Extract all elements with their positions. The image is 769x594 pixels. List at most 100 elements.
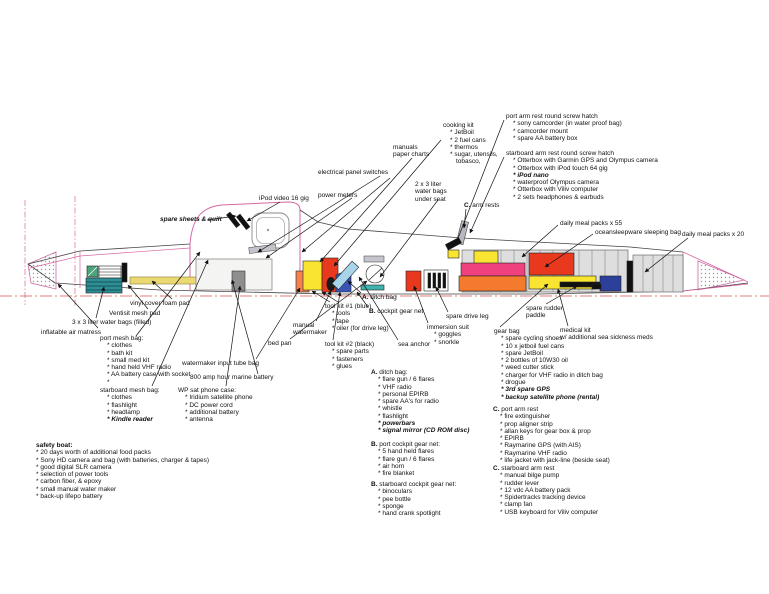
list-item: * waterproof Olympus camera bbox=[513, 179, 599, 187]
compartment-meal-packs-20 bbox=[632, 254, 684, 293]
list-item: * sugar, utensils, tobasco, bbox=[450, 151, 498, 166]
list-item: * 12 vdc AA battery pack bbox=[500, 486, 571, 494]
c-starboard-arm-rest-items: * manual bilge pump* rudder lever* 12 vd… bbox=[493, 472, 598, 516]
list-item: * small med kit bbox=[107, 356, 150, 364]
label-inflatable-air-matress: inflatable air matress bbox=[41, 329, 101, 336]
wp-sat-phone-case-items: * Iridium satellite phone* DC power cord… bbox=[178, 394, 253, 423]
label-immersion-suit: immersion suit* goggles* snorkle bbox=[427, 324, 469, 346]
box-sleeping-bag bbox=[528, 252, 575, 276]
label-manuals-paper-charts: manuals paper charts bbox=[393, 144, 430, 159]
label-starboard-arm-rest-hatch: starboard arm rest round screw hatch* Ot… bbox=[506, 150, 658, 201]
list-item: * fasteners bbox=[332, 355, 364, 363]
label-spare-drive-leg: spare drive leg bbox=[446, 313, 489, 320]
list-item: * tools bbox=[332, 310, 351, 318]
label-port-mesh-bag: port mesh bag:* clothes* bath kit* small… bbox=[100, 335, 191, 386]
list-item: * glues bbox=[332, 362, 352, 370]
list-item: * thermos bbox=[450, 143, 478, 151]
list-item: * Kindle reader bbox=[107, 416, 153, 424]
list-item: * pee bottle bbox=[378, 495, 411, 503]
box-black-bar bbox=[121, 262, 128, 283]
port-cockpit-gear-net-items: * 5 hand held flares* flare gun / 6 flar… bbox=[371, 448, 440, 477]
box-immersion-red bbox=[405, 270, 422, 292]
list-item: * Iridium satellite phone bbox=[185, 394, 253, 402]
label-oceansleepware-sleeping-bag: oceansleepware sleeping bag bbox=[595, 229, 682, 236]
list-item: * binoculars bbox=[378, 488, 412, 496]
list-item: * Sony HD camera and bag (with batteries… bbox=[36, 456, 210, 464]
label-wp-sat-phone-case: WP sat phone case:* Iridium satellite ph… bbox=[178, 387, 253, 424]
armrest-yellow bbox=[447, 249, 460, 259]
list-item: * clamp fan bbox=[500, 501, 533, 509]
label-gear-bag: gear bag* spare cycling shoes* 10 x jetb… bbox=[494, 328, 603, 401]
label-electrical-panel-switches: electrical panel switches bbox=[318, 169, 389, 176]
box-magenta bbox=[460, 262, 526, 277]
list-item: * fire blanket bbox=[378, 470, 415, 478]
box-sea-anchor bbox=[331, 260, 360, 290]
list-item: * bath kit bbox=[107, 349, 133, 357]
starboard-cockpit-gear-net-items: * binoculars* pee bottle* sponge* hand c… bbox=[371, 488, 456, 517]
waterline bbox=[0, 196, 769, 306]
list-item: * flashlight bbox=[378, 412, 408, 420]
label-arm-rests: C. arm rests bbox=[464, 202, 500, 209]
safety-boat-items: * 20 days worth of additional food packs… bbox=[36, 449, 209, 500]
label-c-port-arm-rest: C. port arm rest* fire extinguisher* pro… bbox=[493, 406, 610, 465]
mark-spare-sheets-2 bbox=[236, 213, 251, 230]
list-item: * headlamp bbox=[107, 408, 140, 416]
label-bed-pan: bed pan bbox=[268, 340, 292, 347]
list-item: * iPod nano bbox=[513, 171, 549, 179]
label-spare-sheets-quilt: spare sheets & quilt bbox=[160, 216, 222, 223]
list-item: * bbox=[107, 378, 110, 386]
list-item: * hand held VHF radio bbox=[107, 364, 171, 372]
tool-kit-2-items: * spare parts* fasteners* glues bbox=[325, 348, 374, 370]
label-daily-meal-packs-20: daily meal packs x 20 bbox=[682, 231, 745, 238]
list-item: * Otterbox with Viliv computer bbox=[513, 186, 599, 194]
cooking-kit-items: * JetBoil* 2 fuel cans* thermos* sugar, … bbox=[443, 129, 505, 165]
box-divider bbox=[626, 260, 634, 293]
label-port-arm-rest-hatch: port arm rest round screw hatch* sony ca… bbox=[506, 113, 622, 142]
label-ditch-bag-pointer: A. ditch bag bbox=[362, 294, 397, 301]
list-item: * additional battery bbox=[185, 408, 239, 416]
list-item: * clothes bbox=[107, 342, 132, 350]
list-item: * 5 hand held flares bbox=[378, 448, 435, 456]
gear-bag-items: * spare cycling shoes* 10 x jetboil fuel… bbox=[494, 335, 603, 401]
list-item: * flare gun / 6 flares bbox=[378, 455, 435, 463]
box-gray-bar bbox=[363, 255, 385, 263]
tool-kit-1-items: * tools* tape* oiler (for drive leg) bbox=[325, 310, 389, 332]
label-power-meters: power meters bbox=[318, 192, 358, 199]
ditch-bag-list-items: * flare gun / 6 flares* VHF radio* perso… bbox=[371, 376, 469, 434]
list-item: * charger for VHF radio in ditch bag bbox=[501, 371, 603, 379]
list-item: * spare AA battery box bbox=[513, 134, 578, 142]
list-item: * spare JetBoil bbox=[501, 349, 543, 357]
box-orange-long bbox=[458, 275, 527, 292]
list-item: * flashlight bbox=[107, 401, 137, 409]
list-item: * powerbars bbox=[378, 420, 416, 428]
c-port-arm-rest-items: * fire extinguisher* prop aligner strip*… bbox=[493, 413, 610, 464]
list-item: * VHF radio bbox=[378, 383, 412, 391]
hull-outline bbox=[27, 201, 749, 295]
list-item: * prop aligner strip bbox=[500, 420, 553, 428]
list-item: * JetBoil bbox=[450, 129, 474, 137]
list-item: * carbon fiber, & epoxy bbox=[36, 478, 102, 486]
label-ipod-video: iPod video 16 gig bbox=[259, 195, 309, 202]
list-item: * spare parts bbox=[332, 348, 369, 356]
label-daily-meal-packs-55: daily meal packs x 55 bbox=[560, 220, 623, 227]
list-item: * selection of power tools bbox=[36, 471, 109, 479]
list-item: * oiler (for drive leg) bbox=[332, 324, 389, 332]
list-item: * camcorder mount bbox=[513, 127, 568, 135]
list-item: * allan keys for gear box & prop bbox=[500, 427, 591, 435]
list-item: * tape bbox=[332, 317, 349, 325]
list-item: * air horn bbox=[378, 462, 405, 470]
starboard-mesh-bag-items: * clothes* flashlight* headlamp* Kindle … bbox=[100, 394, 160, 423]
list-item: * Otterbox with iPod touch 64 gig bbox=[513, 164, 608, 172]
list-item: * small manual water maker bbox=[36, 485, 117, 493]
list-item: * fire extinguisher bbox=[500, 413, 551, 421]
list-item: * sponge bbox=[378, 502, 404, 510]
list-item: * snorkle bbox=[434, 338, 460, 346]
list-item: * Raymarine VHF radio bbox=[500, 449, 567, 457]
stern-hatch bbox=[697, 260, 746, 291]
bow-hatch bbox=[27, 251, 57, 290]
list-item: * manual bilge pump bbox=[500, 472, 560, 480]
box-foam-pad bbox=[129, 276, 199, 285]
list-item: * USB keyboard for Viliv computer bbox=[500, 508, 599, 516]
box-water-bags bbox=[85, 277, 123, 294]
